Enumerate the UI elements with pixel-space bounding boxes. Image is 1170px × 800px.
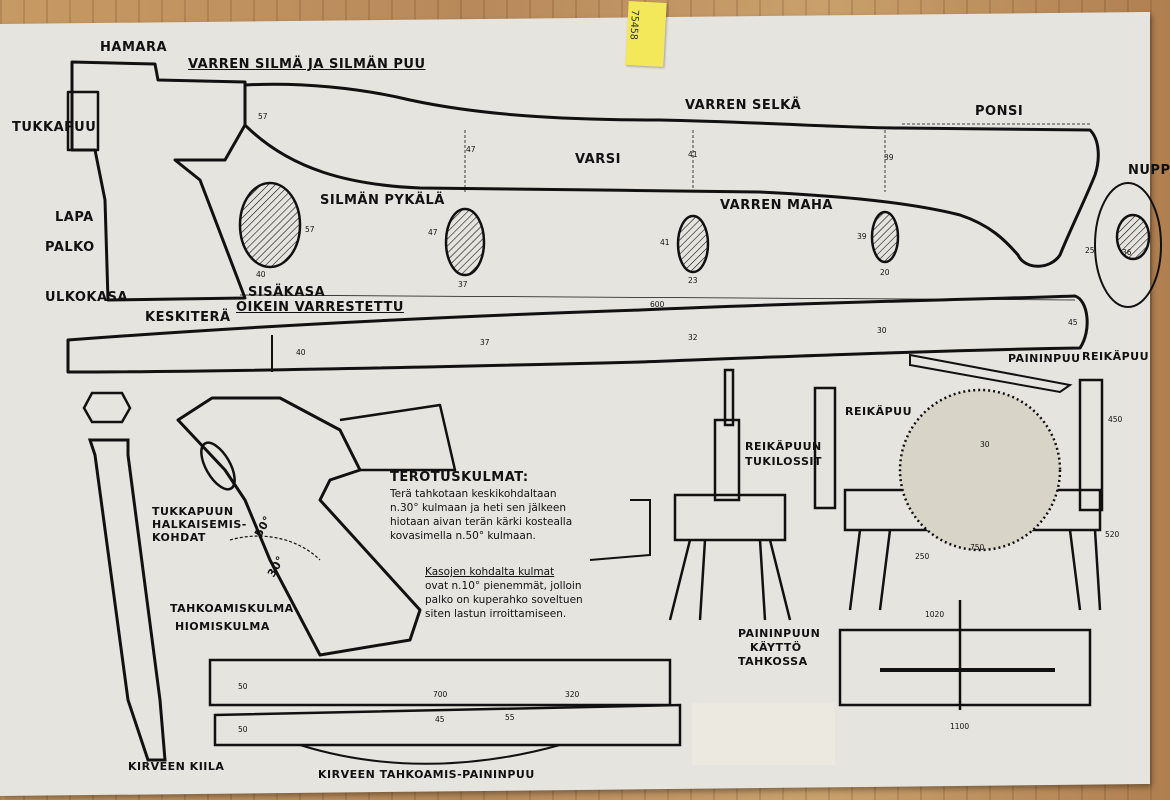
label-tukkapuun-2: HALKAISEMIS- (152, 518, 247, 531)
label-hiomiskulma: HIOMISKULMA (175, 620, 270, 633)
knob-section (1094, 182, 1162, 308)
axe-perspective (176, 396, 422, 657)
dim-l30: 30 (877, 326, 887, 335)
label-lapa: LAPA (55, 210, 94, 225)
note-corners-1: Kasojen kohdalta kulmat (425, 566, 555, 578)
dim-41b: 41 (660, 238, 670, 247)
legend-box (692, 703, 835, 765)
dim-1100: 1100 (950, 722, 970, 731)
wedge-outline (87, 438, 167, 762)
label-varsi: VARSI (575, 152, 621, 167)
dim-23: 23 (688, 276, 698, 285)
dim-600: 600 (650, 300, 665, 309)
dim-p55: 55 (505, 713, 515, 722)
label-reikapuu: REIKÄPUU (845, 405, 913, 418)
dim-36: 36 (1122, 248, 1132, 257)
note-sharpening-1: Terä tahkotaan keskikohdaltaan (390, 488, 557, 500)
label-nuppi: NUPPI (1128, 163, 1170, 178)
label-paininpuun-3: TAHKOSSA (738, 655, 808, 668)
dim-1020: 1020 (925, 610, 945, 619)
dim-57a: 57 (258, 112, 268, 121)
note-corners-2: ovat n.10° pienemmät, jolloin (425, 580, 582, 592)
label-varren-silma: VARREN SILMÄ JA SILMÄN PUU (188, 57, 426, 72)
dim-520: 520 (1105, 530, 1120, 539)
dim-20: 20 (880, 268, 890, 277)
dim-p700: 700 (433, 690, 448, 699)
dim-l37: 37 (480, 338, 490, 347)
inventory-tag-text: 75458 (627, 9, 640, 41)
label-ponsi: PONSI (975, 104, 1024, 119)
pushboard-side (213, 703, 682, 747)
label-paininpuun-2: KÄYTTÖ (750, 641, 802, 654)
label-tukkapuun-1: TUKKAPUUN (152, 505, 234, 518)
dim-25: 25 (1085, 246, 1095, 255)
note-corners-3: palko on kuperahko soveltuen (425, 594, 583, 606)
dim-41a: 41 (688, 150, 698, 159)
note-sharpening-4: kovasimella n.50° kulmaan. (390, 530, 536, 542)
dim-l32: 32 (688, 333, 698, 342)
label-tahkoamiskulma: TAHKOAMISKULMA (170, 602, 294, 615)
dim-30: 30 (980, 440, 990, 449)
dim-p50b: 50 (238, 725, 248, 734)
axe-head-outline (70, 60, 247, 302)
label-paininpuun-1: PAININPUUN (738, 627, 821, 640)
handle-side-outline (243, 82, 1100, 268)
dim-p320: 320 (565, 690, 580, 699)
reikapuu-bar (813, 386, 837, 510)
dim-250: 250 (915, 552, 930, 561)
dim-l40: 40 (296, 348, 306, 357)
label-varren-maha: VARREN MAHA (720, 198, 833, 213)
label-ulkokasa: ULKOKASA (45, 290, 128, 305)
label-kirveen-kiila: KIRVEEN KIILA (128, 760, 225, 773)
dim-450: 450 (1108, 415, 1123, 424)
dim-39a: 39 (884, 153, 894, 162)
dim-p45: 45 (435, 715, 445, 724)
grindstone (898, 388, 1062, 552)
dim-p50a: 50 (238, 682, 248, 691)
label-oikein-varrestettu: OIKEIN VARRESTETTU (236, 300, 404, 315)
note-corners-4: siten lastun irroittamiseen. (425, 608, 567, 620)
label-reikapuun-1: REIKÄPUUN (745, 440, 822, 453)
label-kirveen-tahkoamis: KIRVEEN TAHKOAMIS-PAININPUU (318, 768, 535, 781)
dim-47a: 47 (466, 145, 476, 154)
dim-39b: 39 (857, 232, 867, 241)
label-keskitera: KESKITERÄ (145, 310, 231, 325)
label-tukkapuun-3: KOHDAT (152, 531, 206, 544)
note-sharpening-3: hiotaan aivan terän kärki kostealla (390, 516, 573, 528)
handle-top-outline (66, 294, 1089, 374)
dim-57b: 57 (305, 225, 315, 234)
label-silman-pykala: SILMÄN PYKÄLÄ (320, 193, 445, 208)
label-varren-selka: VARREN SELKÄ (685, 98, 802, 113)
section-knob (1115, 213, 1151, 261)
section-39 (870, 210, 900, 264)
label-sisakasa: SISÄKASA (248, 285, 326, 300)
label-tukkapuu: TUKKAPUU (12, 120, 97, 135)
label-hamara: HAMARA (100, 40, 168, 55)
dim-47b: 47 (428, 228, 438, 237)
label-reikapuun-2: TUKILOSSIT (745, 455, 822, 468)
label-paininpuu: PAININPUU (1008, 352, 1081, 365)
section-47 (444, 207, 486, 277)
dim-37: 37 (458, 280, 468, 289)
label-reikapuu-top: REIKÄPUU (1082, 350, 1150, 363)
dim-40: 40 (256, 270, 266, 279)
label-terotuskulmat: TEROTUSKULMAT: (390, 470, 529, 485)
dim-l45: 45 (1068, 318, 1078, 327)
note-sharpening-2: n.30° kulmaan ja heti sen jälkeen (390, 502, 567, 514)
section-57 (238, 181, 302, 269)
dim-750: 750 (970, 543, 985, 552)
label-palko: PALKO (45, 240, 95, 255)
section-41 (676, 214, 710, 274)
